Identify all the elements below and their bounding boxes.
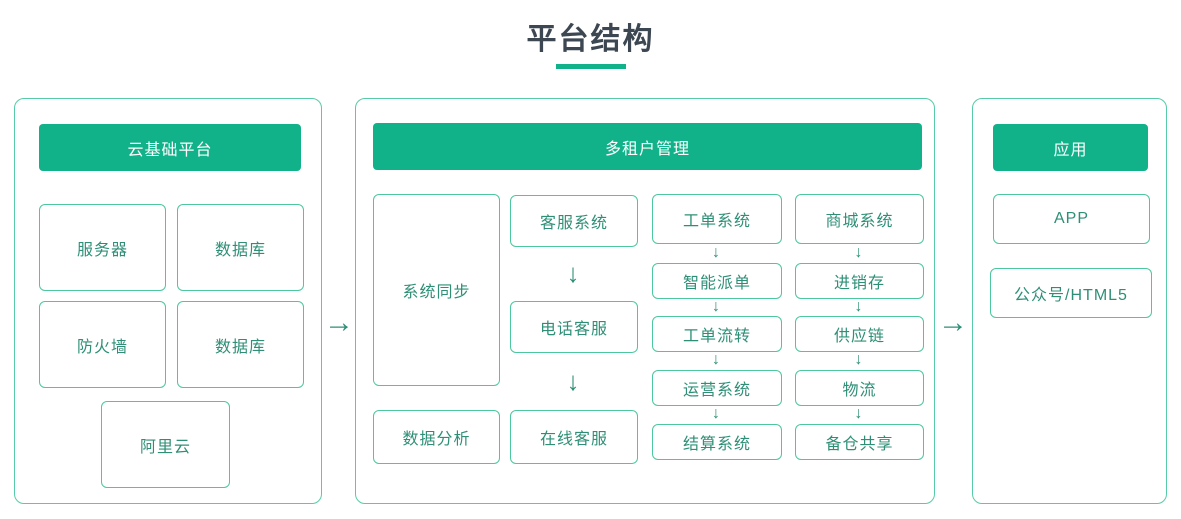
down-arrow-icon-c4-2: ↓ [854,297,863,315]
node-firewall: 防火墙 [39,301,166,388]
node-operations-system: 运营系统 [652,370,782,406]
node-warehouse-sharing: 备仓共享 [795,424,924,460]
right-arrow-icon-2: → [938,306,968,339]
panel-tenant-management: 多租户管理 系统同步 数据分析 客服系统 ↓ 电话客服 ↓ 在线客服 工单系统 … [355,98,935,504]
cloud-platform-header: 云基础平台 [39,124,301,171]
node-mall-system: 商城系统 [795,194,924,244]
node-server: 服务器 [39,204,166,291]
node-ticket-system: 工单系统 [652,194,782,244]
node-inventory: 进销存 [795,263,924,299]
node-logistics: 物流 [795,370,924,406]
down-arrow-icon-c3-1: ↓ [712,243,720,261]
down-arrow-icon-c4-3: ↓ [854,351,863,368]
down-arrow-icon-c3-3: ↓ [712,351,720,368]
down-arrow-icon-c4-1: ↓ [854,243,863,261]
node-official-account-html5: 公众号/HTML5 [990,268,1152,318]
node-online-service: 在线客服 [510,410,638,464]
panel-cloud-platform: 云基础平台 服务器 数据库 防火墙 数据库 阿里云 [14,98,322,504]
down-arrow-icon-c2-1: ↓ [566,258,580,288]
node-supply-chain: 供应链 [795,316,924,352]
node-data-analysis: 数据分析 [373,410,500,464]
down-arrow-icon-c2-2: ↓ [566,365,580,396]
down-arrow-icon-c4-4: ↓ [854,405,863,422]
node-aliyun: 阿里云 [101,401,230,488]
page-title: 平台结构 [526,23,655,56]
node-service-system: 客服系统 [510,195,638,247]
right-arrow-icon-1: → [324,306,354,339]
title-underline [556,64,626,69]
node-system-sync: 系统同步 [373,194,500,386]
applications-header: 应用 [993,124,1148,171]
down-arrow-icon-c3-2: ↓ [712,297,720,315]
node-smart-dispatch: 智能派单 [652,263,782,299]
node-app: APP [993,194,1150,244]
node-database-1: 数据库 [177,204,304,291]
down-arrow-icon-c3-4: ↓ [712,405,720,422]
node-phone-service: 电话客服 [510,301,638,353]
node-settlement-system: 结算系统 [652,424,782,460]
node-database-2: 数据库 [177,301,304,388]
panel-applications: 应用 APP 公众号/HTML5 [972,98,1167,504]
node-ticket-flow: 工单流转 [652,316,782,352]
tenant-management-header: 多租户管理 [373,123,922,170]
